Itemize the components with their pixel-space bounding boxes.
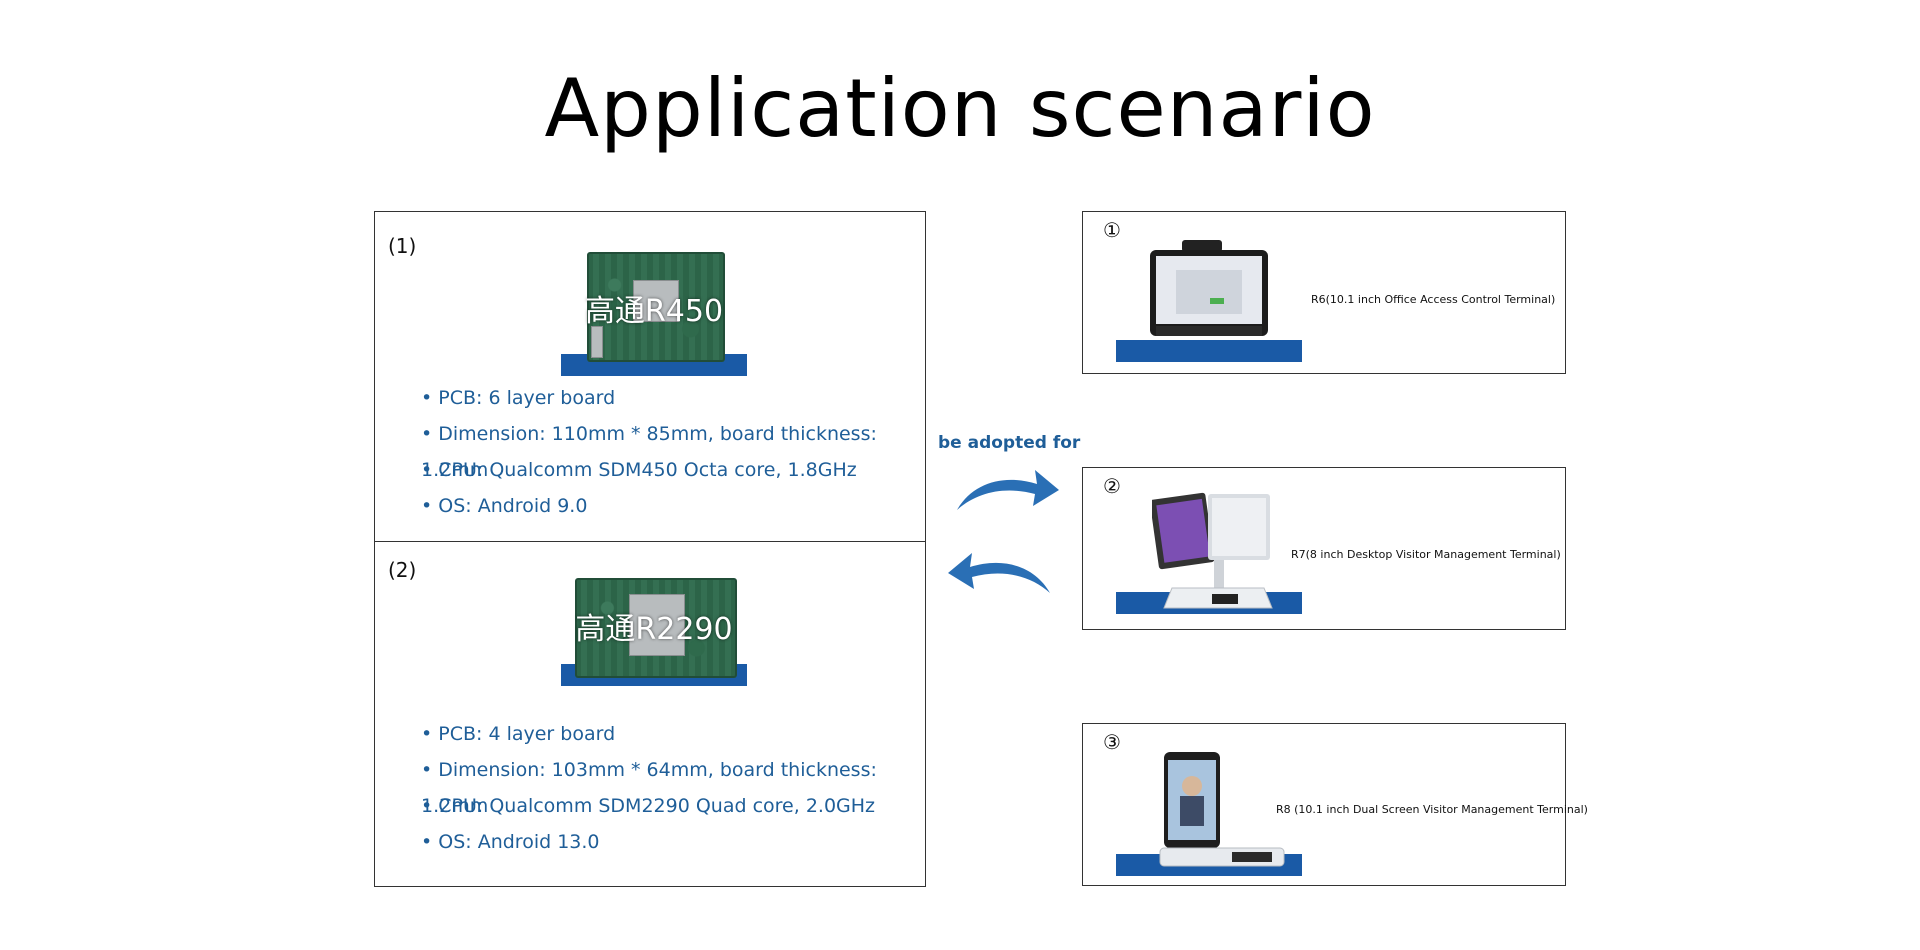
board-card-r2290: (2) 高通R2290 PCB: 4 layer board Dimension… xyxy=(374,541,926,887)
board-image-text: 高通R450 xyxy=(584,294,724,329)
access-terminal-image xyxy=(1150,240,1268,336)
board-number-label: (2) xyxy=(388,558,417,582)
spec-list: PCB: 6 layer board Dimension: 110mm * 85… xyxy=(421,380,925,524)
terminal-caption: R6(10.1 inch Office Access Control Termi… xyxy=(1311,293,1556,306)
page-title: Application scenario xyxy=(544,62,1376,155)
connector xyxy=(591,326,603,358)
photo-base-bar xyxy=(1116,340,1302,362)
spec-item: OS: Android 13.0 xyxy=(421,824,925,860)
spec-item: CPU: Qualcomm SDM2290 Quad core, 2.0GHz xyxy=(421,788,925,824)
board-card-r450: (1) 高通R450 PCB: 6 layer board Dimension:… xyxy=(374,211,926,542)
arrow-left-icon xyxy=(948,553,1050,593)
spec-item: CPU: Qualcomm SDM450 Octa core, 1.8GHz xyxy=(421,452,925,488)
terminal-caption: R8 (10.1 inch Dual Screen Visitor Manage… xyxy=(1276,803,1588,816)
soc-chip xyxy=(629,594,685,656)
terminal-photo-r7 xyxy=(1116,490,1302,614)
arrow-right-icon xyxy=(957,470,1059,510)
terminal-photo-r6 xyxy=(1116,240,1302,362)
spec-item: PCB: 4 layer board xyxy=(421,716,925,752)
desktop-terminal-image xyxy=(1152,492,1273,609)
terminal-number: ③ xyxy=(1103,730,1121,754)
terminal-photo-r8 xyxy=(1116,752,1302,876)
soc-chip xyxy=(633,280,679,322)
board-photo-r2290: 高通R2290 xyxy=(561,578,747,686)
spec-item: Dimension: 103mm * 64mm, board thickness… xyxy=(421,752,925,817)
terminal-number: ② xyxy=(1103,474,1121,498)
spec-item: OS: Android 9.0 xyxy=(421,488,925,524)
terminal-card-r6: ① R6(10.1 inch Office Access Control Ter… xyxy=(1082,211,1566,374)
pcb-image xyxy=(575,578,737,678)
spec-list: PCB: 4 layer board Dimension: 103mm * 64… xyxy=(421,716,925,860)
board-photo-r450: 高通R450 xyxy=(561,252,747,376)
board-number-label: (1) xyxy=(388,234,417,258)
spec-item: Dimension: 110mm * 85mm, board thickness… xyxy=(421,416,925,481)
adopted-for-label: be adopted for xyxy=(938,433,1081,453)
dual-screen-terminal-image xyxy=(1159,752,1285,867)
pcb-image xyxy=(587,252,725,362)
terminal-caption: R7(8 inch Desktop Visitor Management Ter… xyxy=(1291,548,1561,561)
board-image-text: 高通R2290 xyxy=(575,612,733,647)
terminal-card-r7: ② R7(8 inch Desktop Visitor Management T… xyxy=(1082,467,1566,630)
terminal-number: ① xyxy=(1103,218,1121,242)
terminal-card-r8: ③ R8 (10.1 inch Dual Screen Visitor Mana… xyxy=(1082,723,1588,886)
spec-item: PCB: 6 layer board xyxy=(421,380,925,416)
